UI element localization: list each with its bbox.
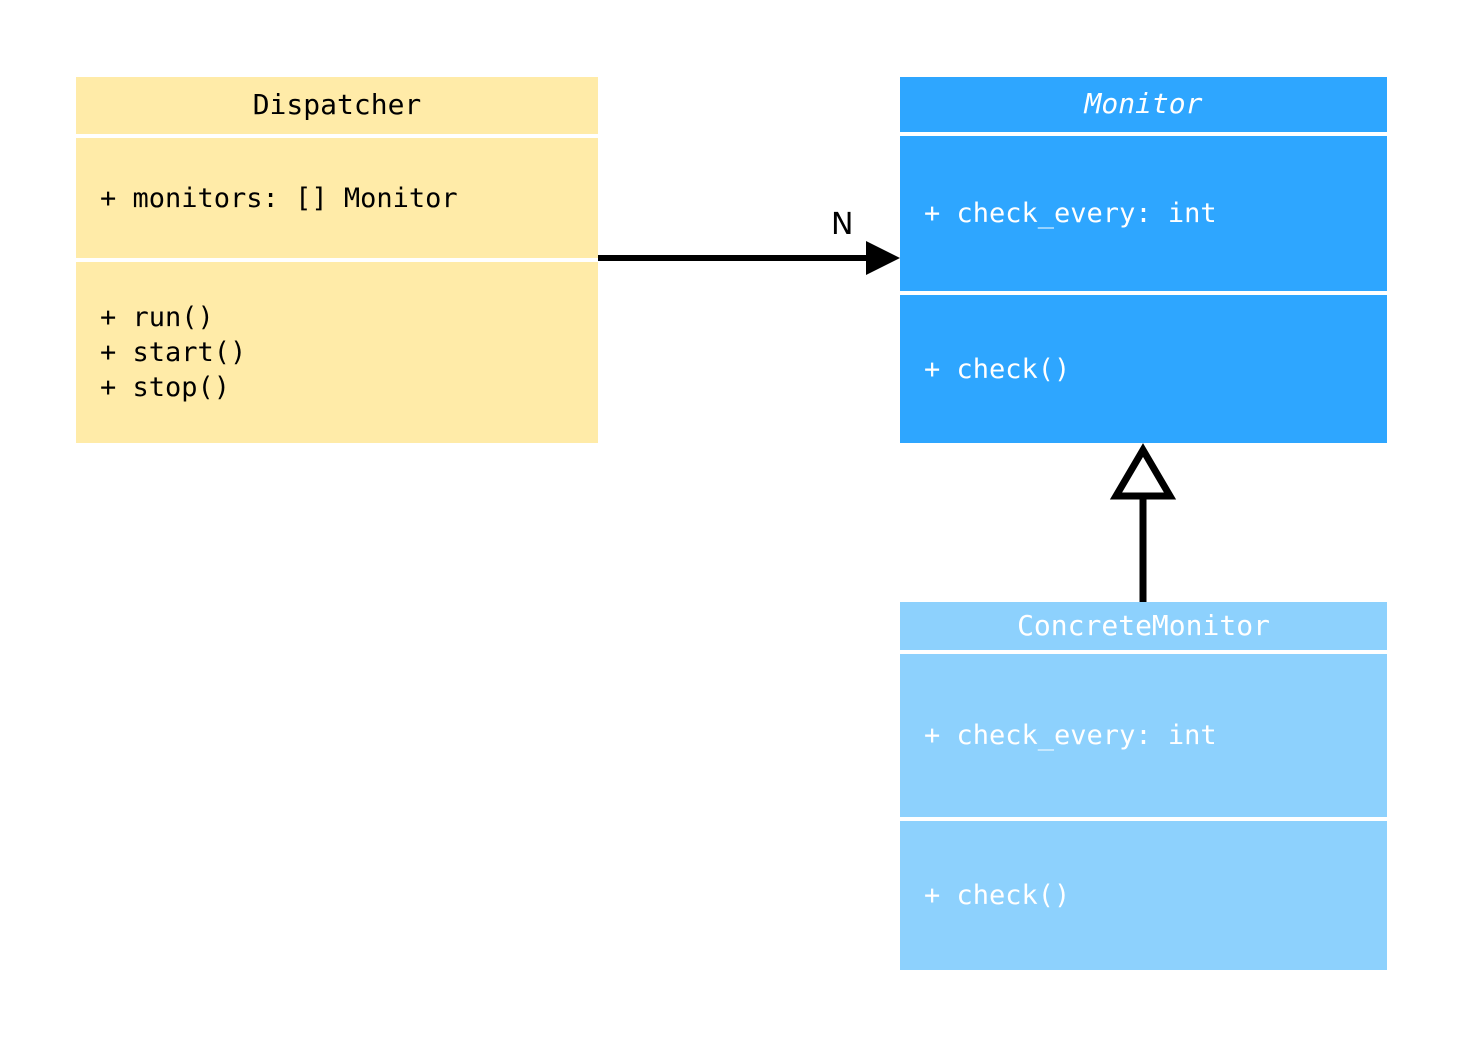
method-row: + run() — [100, 302, 214, 333]
attribute-row: + check_every: int — [924, 198, 1217, 229]
attribute-row: + check_every: int — [924, 720, 1217, 751]
method-row: + start() — [100, 337, 247, 368]
class-title-compartment-dispatcher: Dispatcher — [76, 77, 598, 134]
class-attributes-compartment-dispatcher: + monitors: [] Monitor — [76, 138, 598, 258]
filled-arrowhead-icon — [866, 241, 900, 275]
hollow-triangle-arrowhead-icon — [1109, 443, 1177, 500]
attribute-row: + monitors: [] Monitor — [100, 182, 458, 214]
method-row: + stop() — [100, 372, 231, 403]
association-multiplicity-label: N — [831, 207, 854, 242]
class-title-compartment-monitor: Monitor — [900, 77, 1387, 132]
generalization-concrete-monitor-to-monitor — [1109, 443, 1177, 602]
class-name-dispatcher: Dispatcher — [252, 88, 422, 122]
association-dispatcher-to-monitor — [598, 241, 900, 275]
class-methods-compartment-concrete-monitor: + check() — [900, 821, 1387, 970]
class-attributes-compartment-concrete-monitor: + check_every: int — [900, 654, 1387, 817]
class-box-dispatcher[interactable]: Dispatcher + monitors: [] Monitor + run(… — [76, 77, 598, 443]
class-name-monitor: Monitor — [1084, 87, 1203, 121]
class-methods-compartment-dispatcher: + run() + start() + stop() — [76, 262, 598, 443]
class-title-compartment-concrete-monitor: ConcreteMonitor — [900, 602, 1387, 650]
method-row: + check() — [924, 353, 1071, 385]
class-box-monitor[interactable]: Monitor + check_every: int + check() — [900, 77, 1387, 443]
class-box-concrete-monitor[interactable]: ConcreteMonitor + check_every: int + che… — [900, 602, 1387, 970]
class-methods-compartment-monitor: + check() — [900, 295, 1387, 443]
class-name-concrete-monitor: ConcreteMonitor — [1017, 608, 1270, 642]
method-row: + check() — [924, 880, 1071, 911]
class-attributes-compartment-monitor: + check_every: int — [900, 136, 1387, 291]
